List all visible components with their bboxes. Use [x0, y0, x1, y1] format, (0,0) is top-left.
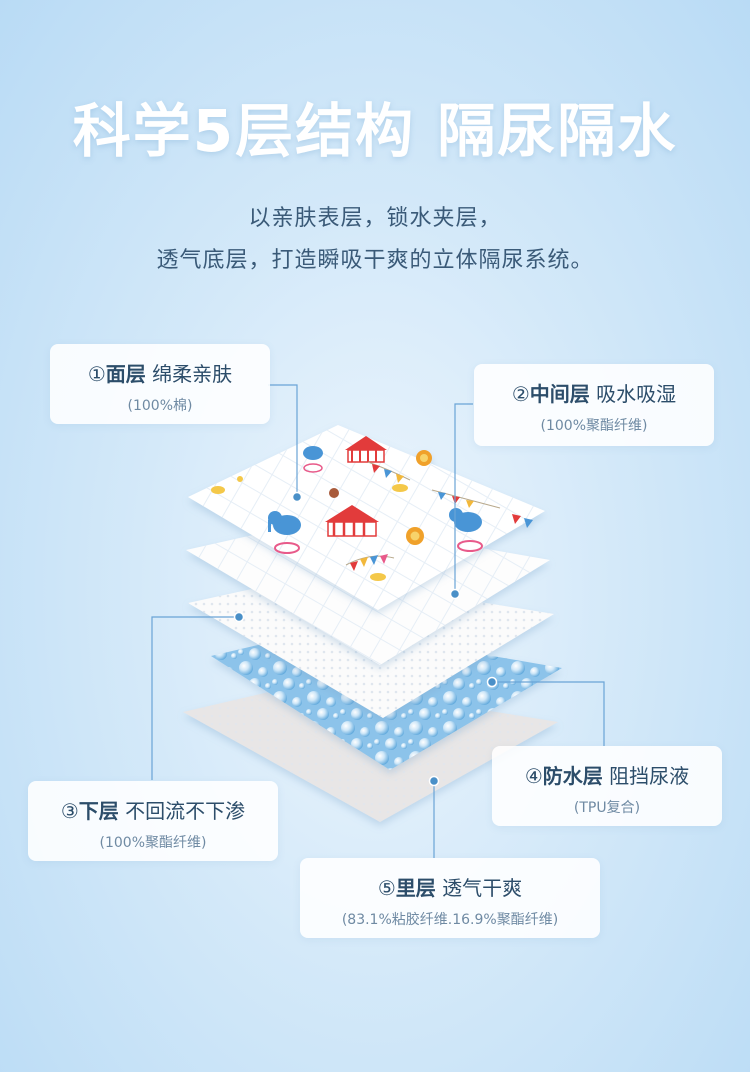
leader-lines	[151, 384, 605, 858]
tent-icon	[325, 505, 379, 537]
subtitle-line-1: 以亲肤表层，锁水夹层，	[248, 206, 502, 231]
elephant-icon	[303, 446, 323, 473]
elephant-icon	[449, 508, 483, 552]
layer-5-desc: 透气干爽	[442, 876, 523, 900]
lion-icon	[416, 450, 432, 466]
layer-2-material: (100%聚酯纤维)	[540, 418, 648, 434]
leader-line-3	[151, 616, 239, 780]
layer-3-material: (100%聚酯纤维)	[99, 835, 207, 851]
leader-line-4	[492, 681, 605, 746]
layer-1-number: ①	[87, 362, 106, 386]
lion-icon	[406, 527, 424, 545]
layer-1-name: 面层	[105, 362, 146, 386]
page-title: 科学5层结构 隔尿隔水	[72, 97, 678, 165]
leader-dots	[233, 491, 498, 787]
giraffe-icon	[392, 484, 408, 492]
layer-5-card: ⑤里层 透气干爽 (83.1%粘胶纤维.16.9%聚酯纤维)	[300, 858, 600, 938]
bunting-flags	[345, 461, 533, 571]
layer-4-desc: 阻挡尿液	[609, 764, 690, 788]
leader-line-2	[454, 403, 473, 594]
monkey-icon	[329, 488, 339, 498]
tent-icon	[345, 436, 387, 463]
layer-2-card: ②中间层 吸水吸湿 (100%聚酯纤维)	[474, 364, 714, 446]
subtitle-line-2: 透气底层，打造瞬吸干爽的立体隔尿系统。	[156, 248, 594, 273]
layer-3-name: 下层	[78, 799, 119, 823]
giraffe-icon	[211, 476, 243, 494]
layer-2-name: 中间层	[529, 382, 590, 406]
elephant-icon	[268, 511, 301, 554]
layer-1-card: ①面层 绵柔亲肤 (100%棉)	[50, 344, 270, 424]
layer-4-number: ④	[524, 764, 543, 788]
layer-1-sheet	[188, 425, 545, 610]
layer-5-name: 里层	[395, 876, 436, 900]
layer-3-number: ③	[60, 799, 79, 823]
layer-1-desc: 绵柔亲肤	[152, 362, 233, 386]
layer-3-card: ③下层 不回流不下渗 (100%聚酯纤维)	[28, 781, 278, 861]
layer-2-number: ②	[511, 382, 530, 406]
layer-3-desc: 不回流不下渗	[125, 799, 246, 823]
layer-5-number: ⑤	[377, 876, 396, 900]
layer-4-name: 防水层	[542, 764, 603, 788]
layer-4-card: ④防水层 阻挡尿液 (TPU复合)	[492, 746, 722, 826]
layer-5-material: (83.1%粘胶纤维.16.9%聚酯纤维)	[341, 912, 559, 928]
layer-4-material: (TPU复合)	[573, 800, 641, 816]
giraffe-icon	[370, 573, 386, 581]
layer-2-desc: 吸水吸湿	[596, 382, 677, 406]
leader-line-1	[268, 384, 298, 497]
layer-1-material: (100%棉)	[127, 398, 193, 414]
